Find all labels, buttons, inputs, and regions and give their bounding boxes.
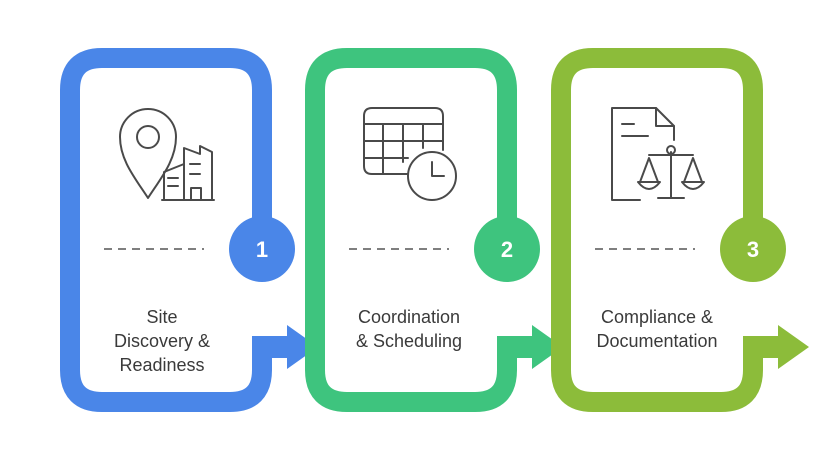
step-1-number: 1	[256, 237, 268, 262]
location-building-icon	[119, 108, 215, 201]
step-3-arrow	[743, 325, 809, 369]
step-3: 3	[551, 48, 809, 412]
step-2: 2	[305, 48, 563, 412]
calendar-clock-icon	[363, 107, 457, 201]
step-2-label: Coordination & Scheduling	[355, 307, 463, 351]
step-1: 1	[60, 48, 318, 412]
step-1-number-circle	[229, 216, 295, 282]
step-2-arrow	[497, 325, 563, 369]
step-3-number: 3	[747, 237, 759, 262]
step-3-number-circle	[720, 216, 786, 282]
step-3-outline	[551, 48, 763, 412]
step-2-outline	[305, 48, 517, 412]
step-3-label: Compliance & Documentation	[596, 307, 718, 351]
step-2-number: 2	[501, 237, 513, 262]
step-1-arrow	[252, 325, 318, 369]
step-1-label: Site Discovery & Readiness	[113, 307, 211, 375]
step-2-number-circle	[474, 216, 540, 282]
document-scales-icon	[611, 107, 705, 201]
step-1-outline	[60, 48, 272, 412]
